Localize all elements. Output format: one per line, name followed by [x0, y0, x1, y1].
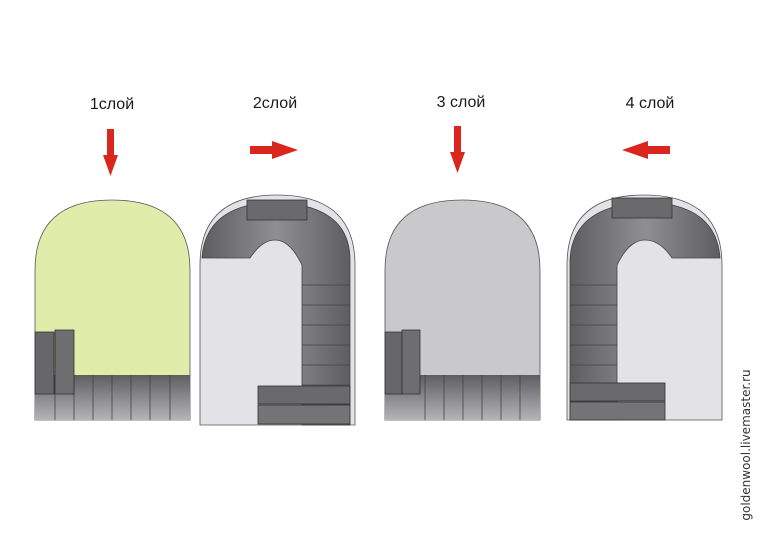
layer-3-label: 3 слой	[436, 94, 486, 111]
panel-layer-4	[566, 194, 723, 421]
panel-layer-2	[199, 194, 356, 426]
layer-1-label: 1слой	[89, 96, 135, 113]
arrow-down-1	[103, 129, 118, 176]
arrow-down-3	[450, 126, 465, 173]
watermark: goldenwool.livemaster.ru	[739, 369, 753, 521]
arrow-right-2	[250, 141, 298, 159]
wool-bottom-band	[34, 329, 190, 420]
layer-4-label: 4 слой	[625, 95, 675, 112]
arrow-left-4	[622, 141, 670, 159]
panel-layer-3	[384, 199, 541, 421]
layer-2-label: 2слой	[252, 95, 298, 112]
panel-layer-1	[34, 199, 191, 421]
